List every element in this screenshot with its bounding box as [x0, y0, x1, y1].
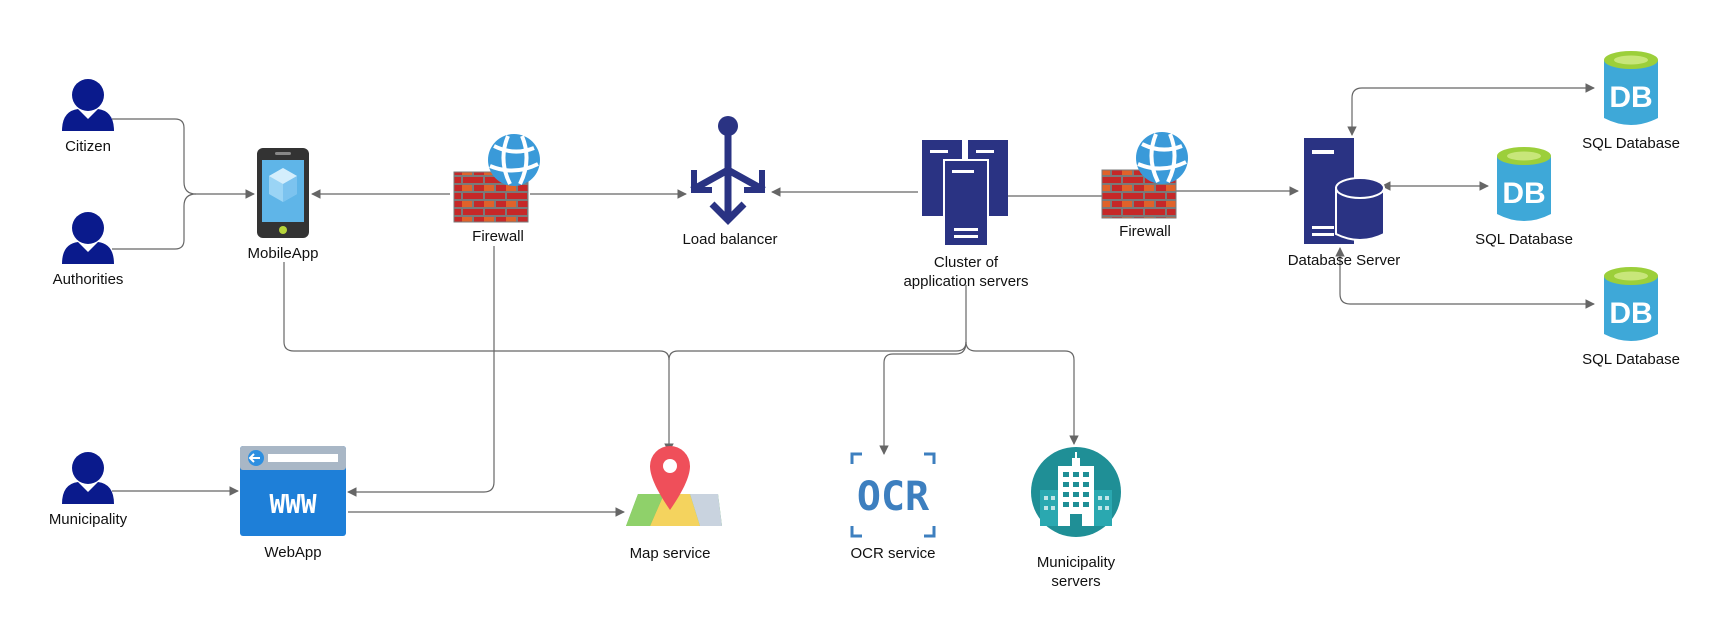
load-balancer-node[interactable]: Load balancer	[682, 116, 778, 248]
person-icon	[62, 212, 114, 264]
db-text: DB	[1609, 81, 1652, 114]
cluster-node[interactable]: Cluster of application servers	[903, 140, 1029, 290]
map-service-node[interactable]: Map service	[626, 446, 722, 562]
smartphone-icon	[257, 148, 309, 238]
database-server-node[interactable]: Database Server	[1288, 138, 1401, 269]
map-pin-icon	[626, 446, 722, 526]
sql-database-3-label: SQL Database	[1582, 351, 1680, 368]
municipality-label: Municipality	[49, 511, 128, 528]
load-balancer-label: Load balancer	[682, 231, 777, 248]
globe-icon	[1136, 132, 1188, 184]
cluster-label-line1: Cluster of	[934, 254, 999, 271]
sql-database-1-node[interactable]: DB SQL Database	[1582, 51, 1680, 152]
edge-dbserver-sqldb3	[1335, 247, 1595, 309]
map-service-label: Map service	[630, 545, 711, 562]
mobileapp-node[interactable]: MobileApp	[248, 148, 319, 262]
webapp-node[interactable]: WWW WebApp	[240, 446, 346, 561]
firewall-2-label: Firewall	[1119, 223, 1171, 240]
server-cluster-icon	[922, 140, 1008, 247]
person-icon	[62, 452, 114, 504]
sql-database-icon: DB	[1497, 147, 1551, 221]
cluster-label-line2: application servers	[903, 273, 1028, 290]
building-icon	[1031, 447, 1121, 537]
globe-icon	[488, 134, 540, 186]
sql-database-icon: DB	[1604, 51, 1658, 125]
browser-window-icon: WWW	[240, 446, 346, 536]
municipality-servers-label-line1: Municipality	[1037, 554, 1116, 571]
person-icon	[62, 79, 114, 131]
ocr-service-node[interactable]: OCR OCR service	[850, 452, 936, 562]
edge-citizen-mobileapp	[112, 118, 255, 199]
municipality-servers-label-line2: servers	[1051, 573, 1100, 590]
database-server-icon	[1304, 138, 1385, 244]
sql-database-2-label: SQL Database	[1475, 231, 1573, 248]
edge-dbserver-sqldb1	[1347, 83, 1595, 136]
authorities-node[interactable]: Authorities	[53, 212, 124, 288]
edge-cluster-mapservice	[668, 285, 967, 361]
webapp-label: WebApp	[264, 544, 321, 561]
edge-mobileapp-mapservice	[283, 262, 674, 453]
edge-authorities-mobileapp	[112, 193, 197, 250]
sql-database-3-node[interactable]: DB SQL Database	[1582, 267, 1680, 368]
citizen-label: Citizen	[65, 138, 111, 155]
load-balancer-icon	[690, 116, 766, 225]
sql-database-icon: DB	[1604, 267, 1658, 341]
edge-cluster-ocr	[879, 341, 967, 455]
firewall-1-label: Firewall	[472, 228, 524, 245]
db-text: DB	[1609, 297, 1652, 330]
ocr-text: OCR	[857, 474, 930, 520]
edge-cluster-municipality-servers	[965, 341, 1079, 445]
firewall-2-node[interactable]: Firewall	[1101, 132, 1188, 240]
municipality-servers-node[interactable]: Municipality servers	[1031, 447, 1121, 590]
edge-firewall1-webapp	[347, 246, 495, 497]
sql-database-1-label: SQL Database	[1582, 135, 1680, 152]
ocr-service-label: OCR service	[850, 545, 935, 562]
db-text: DB	[1502, 177, 1545, 210]
sql-database-2-node[interactable]: DB SQL Database	[1475, 147, 1573, 248]
municipality-node[interactable]: Municipality	[49, 452, 128, 528]
firewall-1-node[interactable]: Firewall	[453, 134, 540, 245]
mobileapp-label: MobileApp	[248, 245, 319, 262]
database-server-label: Database Server	[1288, 252, 1401, 269]
citizen-node[interactable]: Citizen	[62, 79, 114, 155]
authorities-label: Authorities	[53, 271, 124, 288]
ocr-icon: OCR	[850, 452, 936, 538]
connections	[112, 83, 1595, 517]
www-text: WWW	[270, 490, 317, 520]
